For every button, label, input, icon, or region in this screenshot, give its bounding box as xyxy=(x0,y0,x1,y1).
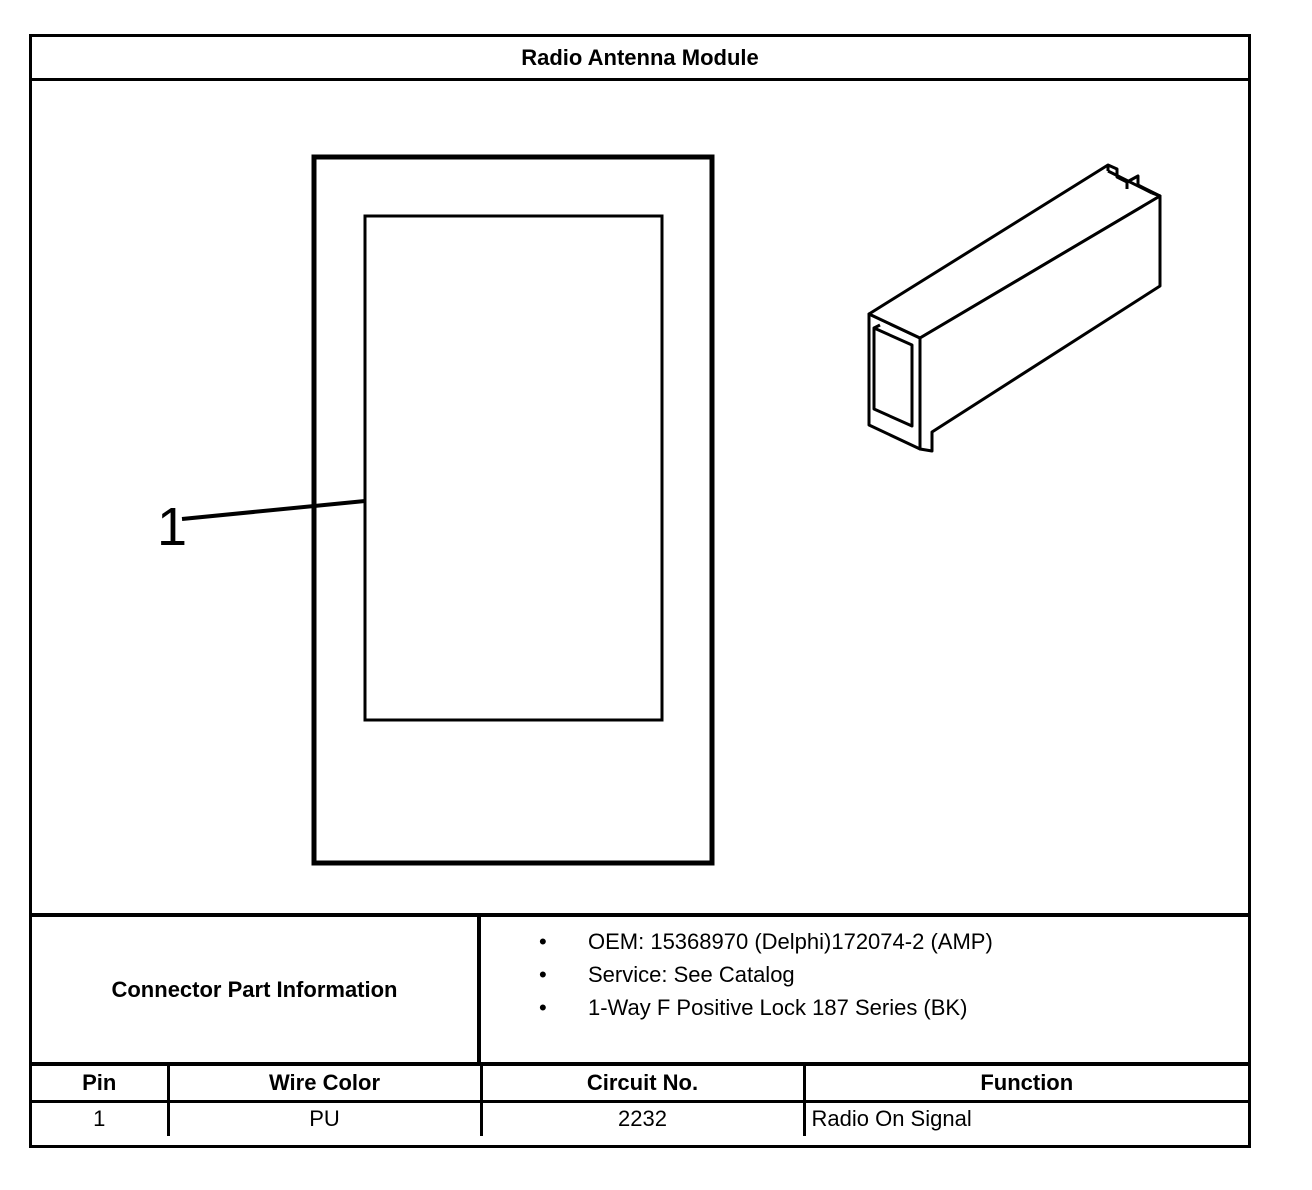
list-item: • 1-Way F Positive Lock 187 Series (BK) xyxy=(481,991,1248,1024)
column-header-pin: Pin xyxy=(32,1066,170,1103)
bullet-icon: • xyxy=(539,929,547,954)
column-header-wire-color: Wire Color xyxy=(166,1066,483,1103)
list-item: • Service: See Catalog xyxy=(481,958,1248,991)
cell-pin: 1 xyxy=(32,1099,170,1136)
callout-leader-1 xyxy=(181,499,366,521)
connector-face-outer xyxy=(311,154,715,866)
callout-label-1: 1 xyxy=(157,497,187,557)
list-item-text: 1-Way F Positive Lock 187 Series (BK) xyxy=(588,995,968,1020)
connector-part-info-label: Connector Part Information xyxy=(32,917,481,1062)
bullet-icon: • xyxy=(539,995,547,1020)
connector-part-info: Connector Part Information • OEM: 153689… xyxy=(32,913,1248,1066)
list-item: • OEM: 15368970 (Delphi)172074-2 (AMP) xyxy=(481,925,1248,958)
cell-wire-color: PU xyxy=(166,1099,483,1136)
column-header-function: Function xyxy=(802,1066,1248,1103)
cell-circuit-no: 2232 xyxy=(479,1099,806,1136)
connector-drawing: 1 xyxy=(157,154,1162,866)
terminal-cavity xyxy=(363,214,664,722)
cell-function: Radio On Signal xyxy=(802,1099,1248,1136)
page-title: Radio Antenna Module xyxy=(32,37,1248,81)
pin-table: Pin Wire Color Circuit No. Function 1 PU… xyxy=(32,1066,1248,1136)
table-header-row: Pin Wire Color Circuit No. Function xyxy=(32,1066,1248,1103)
connector-part-info-list: • OEM: 15368970 (Delphi)172074-2 (AMP) •… xyxy=(481,917,1248,1070)
bullet-icon: • xyxy=(539,962,547,987)
list-item-text: OEM: 15368970 (Delphi)172074-2 (AMP) xyxy=(588,929,993,954)
column-header-circuit-no: Circuit No. xyxy=(479,1066,806,1103)
table-row: 1 PU 2232 Radio On Signal xyxy=(32,1099,1248,1136)
connector-figure: 1 xyxy=(32,81,1248,913)
connector-isometric xyxy=(867,163,1162,453)
connector-sheet: Radio Antenna Module 1 xyxy=(29,34,1251,1148)
list-item-text: Service: See Catalog xyxy=(588,962,795,987)
